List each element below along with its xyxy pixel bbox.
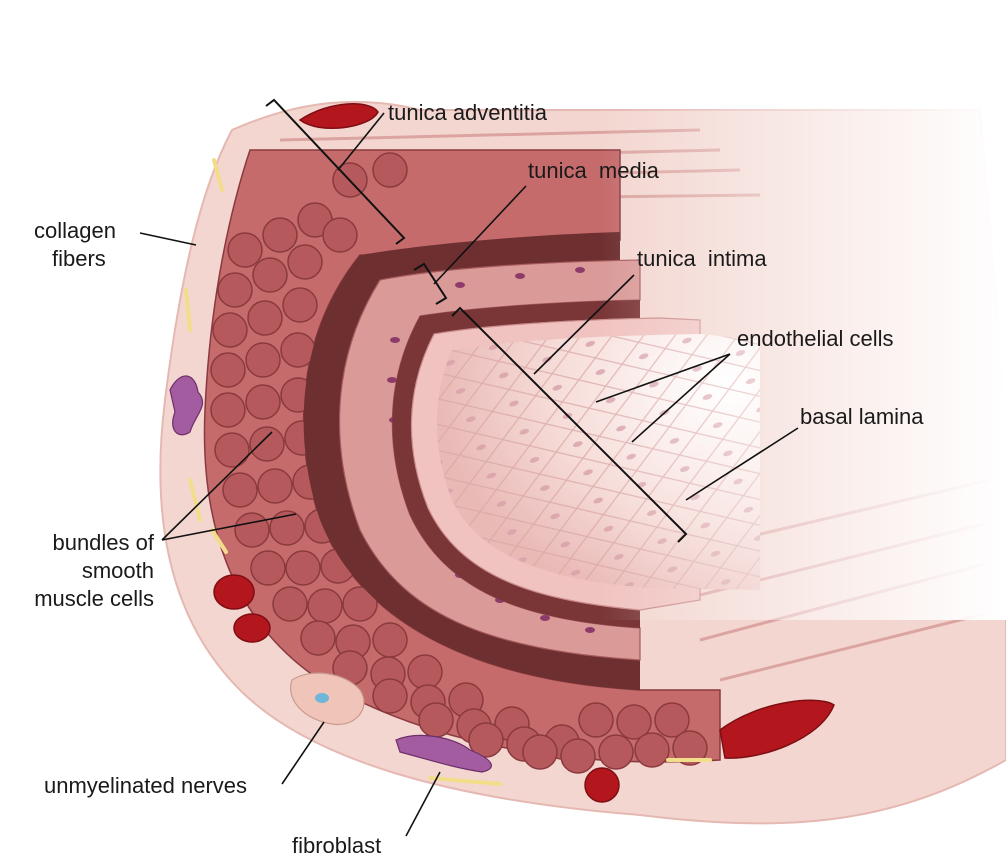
label-tunica-adventitia: tunica adventitia [388, 100, 547, 126]
label-basal-lamina: basal lamina [800, 404, 924, 430]
right-fade-overlay [600, 100, 1006, 620]
label-endothelial-cells: endothelial cells [737, 326, 894, 352]
label-collagen-fibers-line2: fibers [52, 246, 106, 272]
label-bundles-line2: smooth [20, 558, 154, 584]
label-unmyelinated-nerves: unmyelinated nerves [44, 773, 247, 799]
label-fibroblast: fibroblast [292, 833, 381, 859]
label-tunica-media: tunica media [528, 158, 659, 184]
leader-collagen [140, 233, 196, 245]
label-bundles-line1: bundles of [20, 530, 154, 556]
label-collagen-fibers-line1: collagen [34, 218, 116, 244]
label-bundles-line3: muscle cells [0, 586, 154, 612]
label-tunica-intima: tunica intima [637, 246, 767, 272]
